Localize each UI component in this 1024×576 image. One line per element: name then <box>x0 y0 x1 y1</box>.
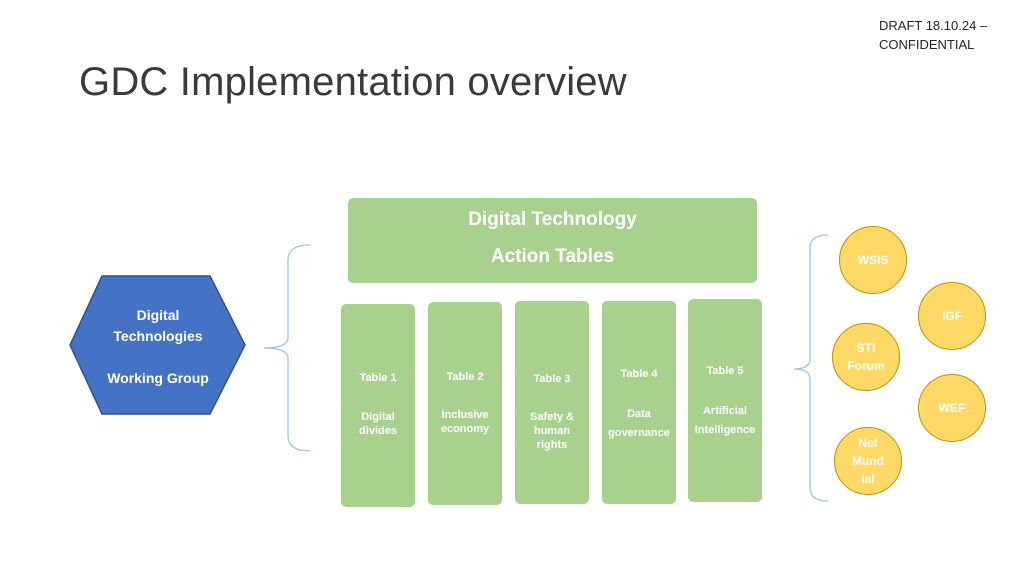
forum-label: WEF <box>938 401 966 415</box>
table-column-3: Table 3 Safety & human rights <box>515 301 589 504</box>
forum-circle-sti-forum: STI Forum <box>832 323 900 391</box>
forum-label: WSIS <box>857 253 889 267</box>
table-name: Data governance <box>608 408 670 439</box>
table-number: Table 5 <box>706 365 744 377</box>
forum-circle-igf: IGF <box>918 282 986 350</box>
forum-circle-wsis: WSIS <box>839 226 907 294</box>
forum-label: IGF <box>942 309 962 323</box>
action-tables-title-line1: Digital Technology <box>468 209 637 230</box>
table-column-1: Table 1 Digital divides <box>341 304 415 507</box>
draft-confidential-note: DRAFT 18.10.24 – CONFIDENTIAL <box>879 18 988 52</box>
table-number: Table 3 <box>533 373 571 385</box>
slide-title: GDC Implementation overview <box>79 60 627 104</box>
table-number: Table 2 <box>446 371 484 383</box>
table-name: Artificial Intelligence <box>694 405 756 436</box>
working-group-label: Digital Technologies Working Group <box>107 307 209 386</box>
right-curly-brace <box>793 234 829 502</box>
working-group-hexagon <box>69 275 246 415</box>
table-column-4: Table 4 Data governance <box>602 301 676 504</box>
table-column-2: Table 2 Inclusive economy <box>428 302 502 505</box>
table-number: Table 4 <box>620 368 658 380</box>
forum-label: Net Mund ial <box>852 436 884 486</box>
left-curly-brace <box>263 244 311 452</box>
table-column-5: Table 5 Artificial Intelligence <box>688 299 762 502</box>
table-name: Inclusive economy <box>440 409 490 435</box>
action-tables-header-box: Digital Technology Action Tables <box>348 198 757 283</box>
forum-circle-wef: WEF <box>918 374 986 442</box>
forum-label: STI Forum <box>847 341 885 373</box>
forum-circle-netmundial: Net Mund ial <box>834 427 902 495</box>
action-tables-title-line2: Action Tables <box>490 246 615 267</box>
table-name: Safety & human rights <box>529 411 575 451</box>
table-number: Table 1 <box>359 372 397 384</box>
table-name: Digital divides <box>359 411 397 437</box>
